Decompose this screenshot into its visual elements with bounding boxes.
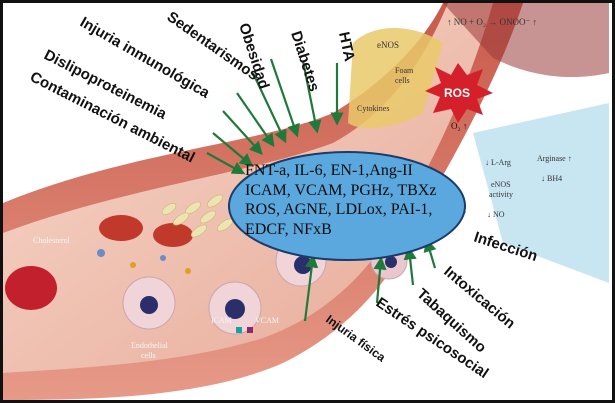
label-endothelial-cells: cells	[141, 351, 156, 360]
mediators-line-2: ICAM, VCAM, PGHz, TBXz	[245, 181, 457, 201]
label-icam: ICAM	[211, 316, 232, 325]
label-o2: O₂ ↑	[451, 121, 467, 131]
label-foam: Foam	[395, 66, 414, 75]
cholesterol-dot	[97, 249, 105, 257]
label-foam-cells: cells	[395, 76, 410, 85]
label-ros: ROS	[444, 86, 470, 100]
label-bh4: ↓ BH4	[541, 174, 562, 183]
cholesterol-dot	[130, 262, 136, 268]
label-injuria-fisica: Injuria física	[323, 312, 388, 365]
vcam-marker	[247, 327, 253, 333]
mediators-line-3: ROS, AGNE, LDLox, PAI-1,	[245, 200, 457, 220]
label-cytokines: Cytokines	[357, 104, 389, 113]
label-endothelial: Endothelial	[131, 341, 169, 350]
red-blood-cell	[153, 223, 193, 247]
mediators-line-1: FNT-a, IL-6, EN-1,Ang-II	[245, 161, 457, 181]
red-blood-cell	[99, 215, 143, 241]
label-hta: HTA	[335, 30, 358, 63]
cholesterol-dot	[185, 268, 191, 274]
label-enos: eNOS	[377, 40, 399, 50]
label-activity: activity	[489, 190, 513, 199]
mediators-line-4: EDCF, NFxB	[245, 220, 457, 240]
label-cholesterol: Cholesterol	[33, 236, 71, 245]
label-enos2: eNOS	[491, 180, 511, 189]
mediators-list: FNT-a, IL-6, EN-1,Ang-II ICAM, VCAM, PGH…	[245, 161, 457, 239]
red-blood-cell	[5, 266, 57, 310]
cholesterol-dot	[160, 255, 166, 261]
label-larg: ↓ L-Arg	[485, 158, 511, 167]
label-no-down: ↓ NO	[487, 210, 505, 219]
label-no-reaction: ↑ NO + O₂ → ONOO⁻ ↑	[447, 17, 537, 27]
label-vcam: VCAM	[255, 316, 279, 325]
label-diabetes: Diabetes	[287, 29, 322, 94]
label-arginase: Arginase ↑	[537, 154, 572, 163]
icam-marker	[236, 327, 242, 333]
